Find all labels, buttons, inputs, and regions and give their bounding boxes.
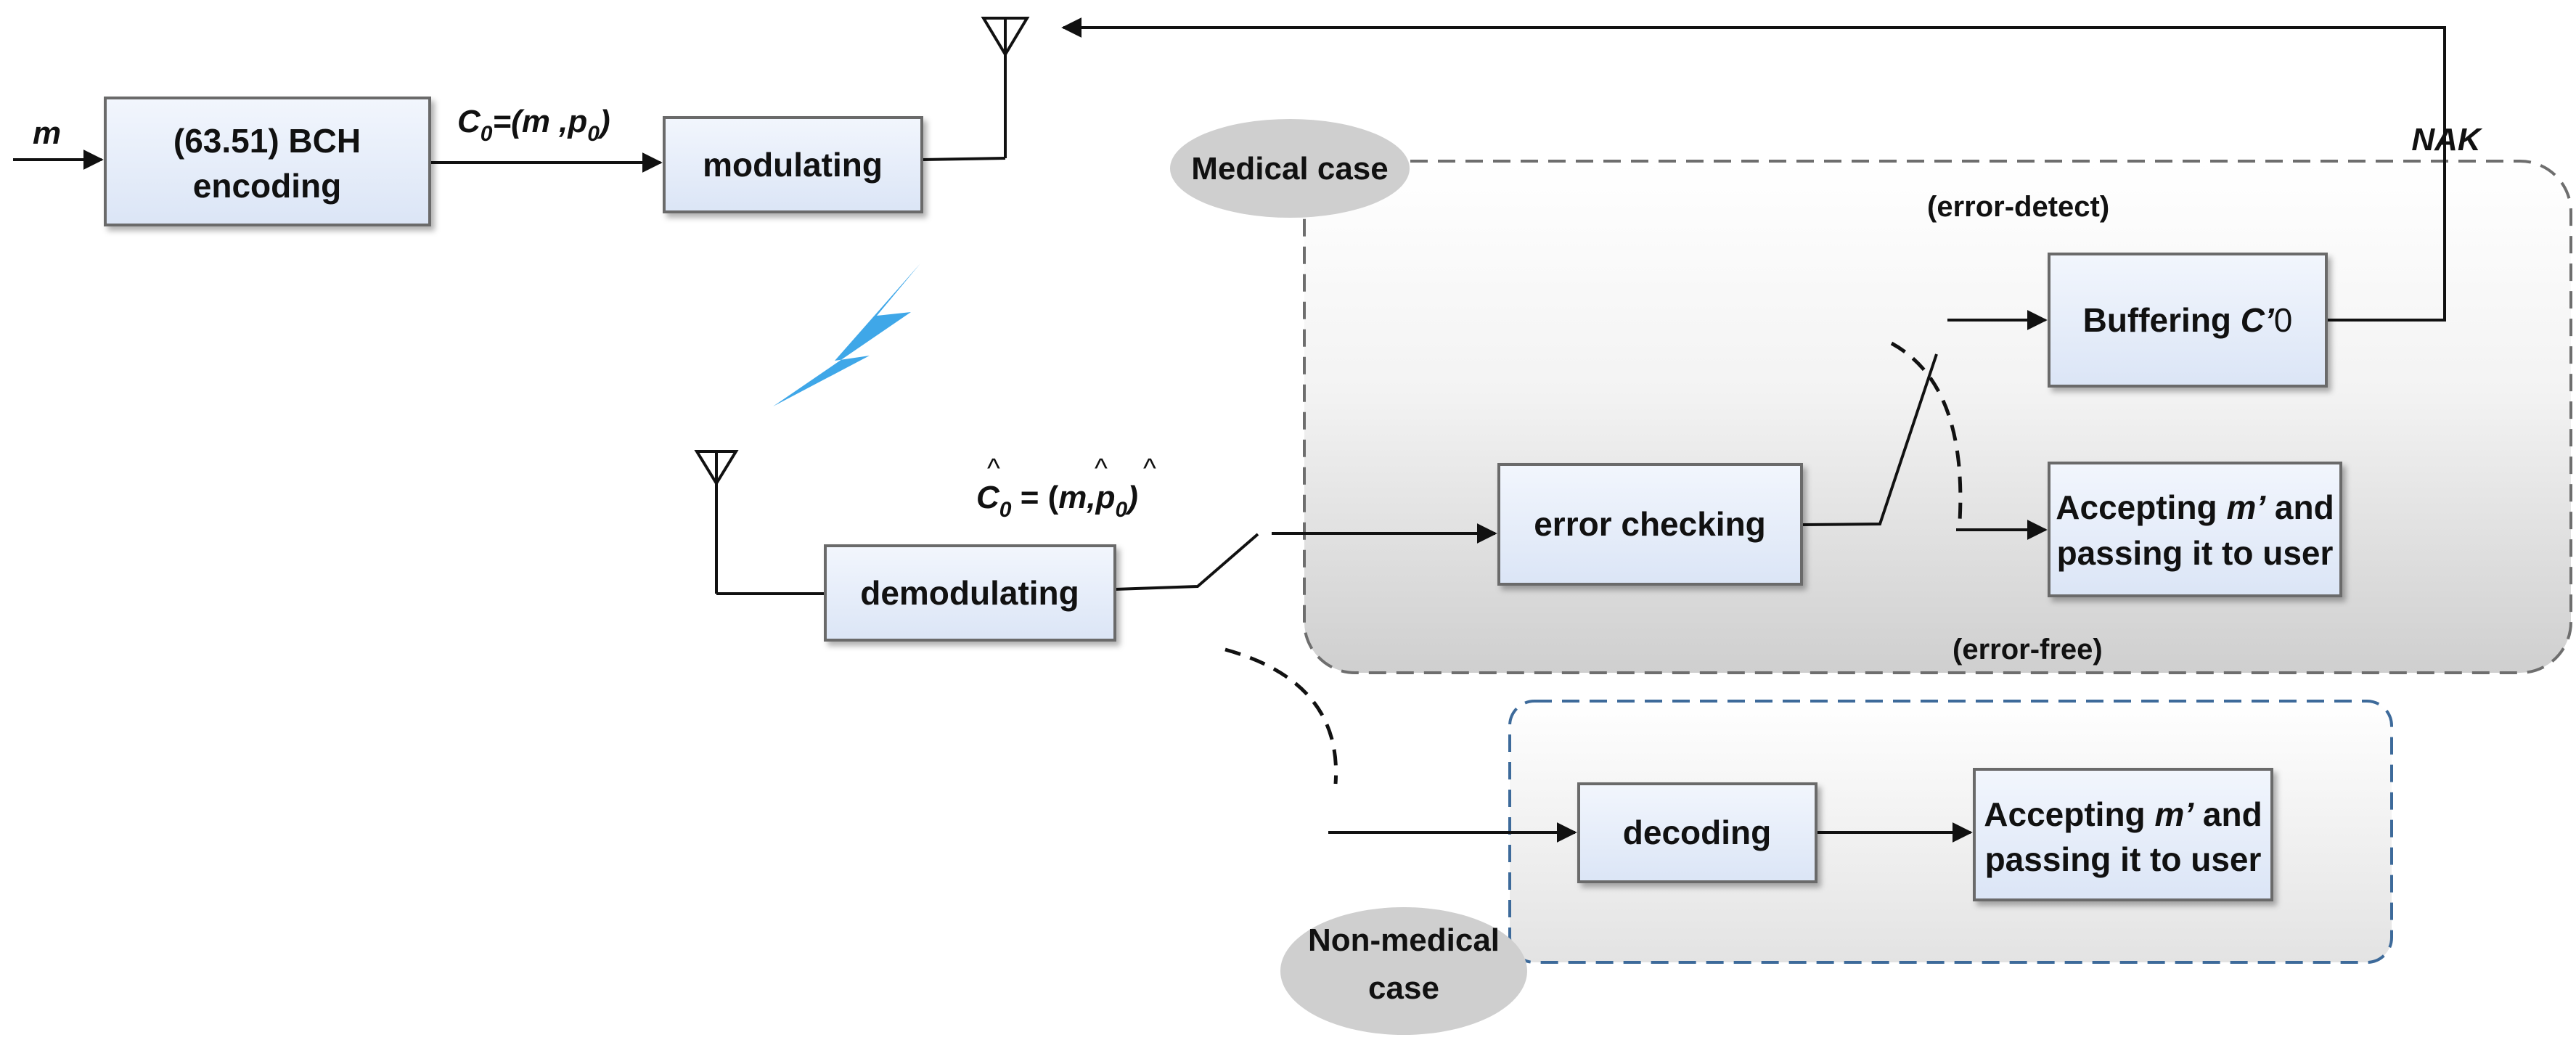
received-codeword-label: C0 = (m,p0) ^ ^ ^ [976, 454, 1156, 522]
nak-label: NAK [2411, 122, 2483, 157]
non-medical-case-label-line2: case [1368, 970, 1439, 1006]
accepting-medical-block: Accepting m’ and passing it to user [2048, 462, 2342, 597]
error-free-label: (error-free) [1953, 634, 2103, 666]
error-checking-switch [1801, 353, 1938, 526]
receive-antenna-icon [694, 450, 739, 594]
svg-text:passing it to user: passing it to user [1985, 840, 2262, 878]
medical-case-region [1303, 160, 2572, 674]
demodulator-switch [1114, 533, 1259, 591]
input-m-label: m [33, 115, 61, 151]
m-hat: ^ [1095, 454, 1108, 484]
svg-text:passing it to user: passing it to user [2057, 534, 2334, 572]
nak-feedback-arrow [1061, 17, 2446, 322]
decoding-block: decoding [1577, 782, 1817, 883]
codeword-label: C0=(m ,p0) [457, 104, 610, 146]
buffering-block: Buffering C’0 [2048, 253, 2328, 388]
svg-text:error checking: error checking [1534, 505, 1766, 543]
medical-case-oval: Medical case [1170, 119, 1410, 218]
svg-text:modulating: modulating [703, 146, 883, 184]
svg-text:decoding: decoding [1623, 814, 1771, 851]
wireless-lightning-icon [773, 263, 920, 406]
svg-text:C0 = (m,p0): C0 = (m,p0) [976, 480, 1138, 522]
modulator-to-antenna-line [921, 157, 1006, 161]
svg-text:Accepting m’ and: Accepting m’ and [2056, 488, 2334, 526]
accepting-nonmedical-block: Accepting m’ and passing it to user [1973, 768, 2273, 901]
svg-text:Accepting m’ and: Accepting m’ and [1984, 795, 2262, 833]
medical-case-label: Medical case [1191, 151, 1389, 187]
error-detect-label: (error-detect) [1927, 191, 2109, 223]
modulating-block: modulating [663, 116, 923, 213]
svg-text:Buffering C’0: Buffering C’0 [2083, 301, 2293, 339]
svg-text:demodulating: demodulating [860, 574, 1079, 612]
svg-text:encoding: encoding [193, 167, 341, 205]
c-hat: ^ [987, 454, 1000, 484]
error-checking-block: error checking [1497, 463, 1803, 586]
svg-text:(63.51) BCH: (63.51) BCH [173, 122, 361, 160]
demodulator-switch-arc [1224, 647, 1338, 785]
medical-switch-arc [1890, 341, 1963, 522]
transmit-antenna-icon [981, 17, 1030, 158]
non-medical-case-label: Non-medical [1308, 922, 1500, 958]
bch-encoding-block: (63.51) BCH encoding [104, 97, 431, 226]
p-hat: ^ [1143, 454, 1156, 484]
demodulating-block: demodulating [824, 544, 1116, 642]
non-medical-case-oval: Non-medical case [1280, 907, 1527, 1035]
